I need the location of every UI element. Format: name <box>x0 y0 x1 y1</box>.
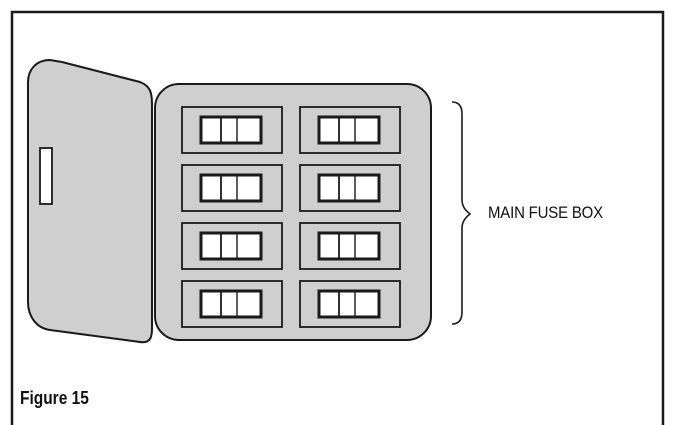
callout-label: MAIN FUSE BOX <box>488 203 603 222</box>
breaker-group <box>181 106 401 328</box>
breaker <box>299 280 401 328</box>
breaker <box>299 106 401 154</box>
figure-caption: Figure 15 <box>20 388 89 408</box>
callout-brace <box>451 101 472 325</box>
figure-frame <box>10 10 665 425</box>
breaker <box>181 106 283 154</box>
breaker <box>299 164 401 212</box>
fuse-box-door <box>27 58 153 344</box>
breaker <box>181 280 283 328</box>
breaker <box>299 222 401 270</box>
door-latch <box>39 147 53 205</box>
breaker <box>181 164 283 212</box>
breaker <box>181 222 283 270</box>
